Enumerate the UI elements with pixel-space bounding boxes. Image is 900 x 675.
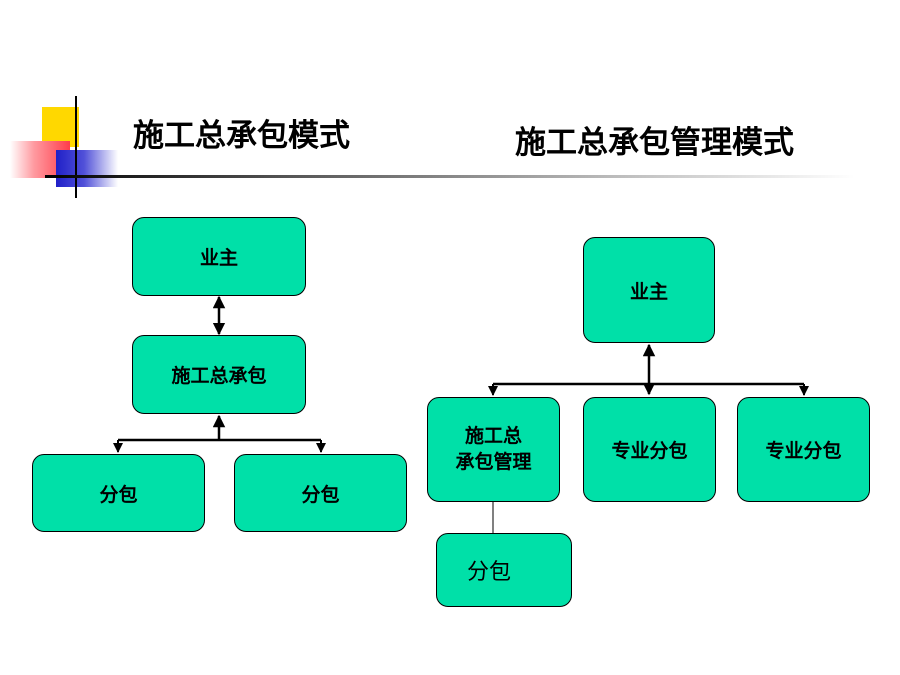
- left-sub2-label: 分包: [301, 483, 340, 506]
- right-spec1-label: 专业分包: [611, 440, 688, 462]
- right-spec1-box: 专业分包: [583, 397, 716, 502]
- right-owner-box: 业主: [583, 237, 715, 343]
- corner-decoration: [0, 0, 130, 200]
- deco-vertical-line: [75, 96, 77, 198]
- right-sub-label: 分包: [467, 560, 512, 585]
- left-gc-label: 施工总承包: [171, 365, 267, 387]
- title-divider: [45, 175, 855, 178]
- right-spec2-label: 专业分包: [765, 440, 842, 462]
- left-owner-box: 业主: [132, 217, 306, 296]
- right-gcm-label-line2: 承包管理: [455, 450, 532, 473]
- deco-blue-gradient: [56, 150, 118, 187]
- left-sub2-box: 分包: [234, 454, 407, 532]
- right-title: 施工总承包管理模式: [515, 125, 794, 161]
- right-spec2-box: 专业分包: [737, 397, 870, 502]
- right-owner-label: 业主: [629, 280, 668, 303]
- left-sub1-label: 分包: [99, 483, 138, 506]
- right-gcm-label-line1: 施工总: [464, 424, 522, 447]
- left-title: 施工总承包模式: [133, 118, 350, 154]
- left-gc-box: 施工总承包: [132, 335, 306, 414]
- deco-yellow-square: [42, 107, 79, 147]
- left-sub1-box: 分包: [32, 454, 205, 532]
- right-sub-box: 分包: [436, 533, 572, 607]
- left-owner-label: 业主: [199, 247, 238, 269]
- right-gcm-box: 施工总 承包管理: [427, 397, 560, 502]
